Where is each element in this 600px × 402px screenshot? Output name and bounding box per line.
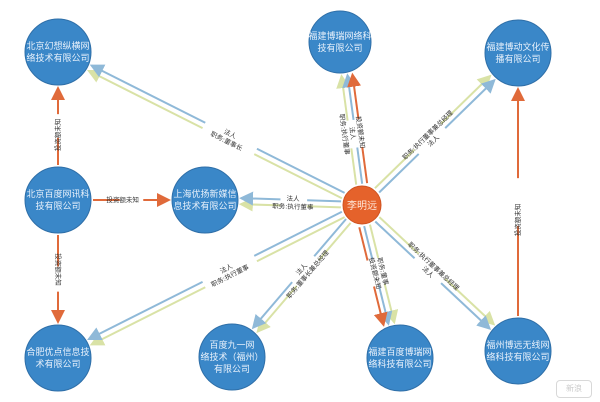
company-name: 上海优扬新媒信 xyxy=(173,188,236,200)
company-name: 福建博瑞网络科 xyxy=(308,30,371,42)
edges-layer xyxy=(51,64,525,346)
edge-label-group: 投资额未知 xyxy=(54,253,63,286)
company-circle[interactable] xyxy=(484,19,552,87)
nodes-layer: 北京幻想纵横网络技术有限公司福建博瑞网络科技有限公司福建博动文化传播有限公司北京… xyxy=(24,10,552,392)
position-edge xyxy=(374,220,416,260)
edge-label: 职务:执行董事兼总经理 xyxy=(406,240,462,293)
person-node[interactable]: 李明远 xyxy=(342,185,382,225)
legal-rep-edge xyxy=(256,216,346,263)
company-name: 百度九一网 xyxy=(209,339,254,351)
position-edge xyxy=(87,280,204,341)
investment-edge xyxy=(373,286,388,327)
company-name: 合肥优点信息技 xyxy=(26,346,89,358)
edge-label: 法人 xyxy=(286,194,300,203)
legal-rep-edge xyxy=(374,148,416,189)
legal-rep-edge xyxy=(306,205,341,209)
position-edge xyxy=(356,147,364,184)
company-circle[interactable] xyxy=(171,166,239,234)
company-circle[interactable] xyxy=(198,323,266,391)
position-edge xyxy=(253,210,343,257)
investment-edge xyxy=(361,146,369,184)
edge-label: 投资额未知 xyxy=(53,119,62,152)
company-name: 络科技有限公司 xyxy=(486,351,549,363)
company-name: 福建百度博瑞网 xyxy=(368,346,431,358)
edge-label: 职务:董事长兼总经理 xyxy=(284,248,331,300)
company-name: 络科技有限公司 xyxy=(368,358,431,370)
position-edge xyxy=(239,191,281,206)
edge-label-group: 投资额未知 xyxy=(53,119,62,152)
investment-edge xyxy=(358,227,369,261)
legal-rep-edge xyxy=(89,286,206,346)
edge-label: 投资额未知 xyxy=(513,204,522,237)
edge-label-group: 投资额未知 xyxy=(513,204,522,237)
company-circle[interactable] xyxy=(24,166,92,234)
company-name: 络技术（福州） xyxy=(200,351,263,363)
company-name: 络技术有限公司 xyxy=(26,52,89,64)
edge-label: 投资额未知 xyxy=(106,195,138,204)
edge-label: 法人 xyxy=(347,126,358,141)
legal-rep-edge xyxy=(378,216,420,255)
company-name: 技有限公司 xyxy=(317,42,362,54)
edge-label: 职务:执行董事 xyxy=(272,201,314,211)
company-circle[interactable] xyxy=(24,18,92,86)
company-name: 福建博动文化传 xyxy=(486,41,549,53)
company-name: 息技术有限公司 xyxy=(173,200,236,212)
position-edge xyxy=(444,78,496,129)
edge-labels-layer: 法人职务:董事长投资额未知法人职务:执行董事职务:执行董事兼总经理法人法人职务:… xyxy=(53,108,522,300)
position-edge xyxy=(89,64,206,124)
company-name: 技有限公司 xyxy=(35,200,80,212)
company-name: 播有限公司 xyxy=(495,53,540,65)
company-circle[interactable] xyxy=(24,324,92,392)
legal-rep-edge xyxy=(87,69,204,130)
company-name: 术有限公司 xyxy=(35,358,80,370)
position-edge xyxy=(307,199,342,203)
company-name: 北京幻想纵横网 xyxy=(26,40,89,52)
position-edge xyxy=(256,147,346,194)
company-name: 北京百度网讯科 xyxy=(26,188,89,200)
edge-label: 职务:执行董事兼总经理 xyxy=(400,108,455,162)
position-edge xyxy=(313,218,347,257)
person-circle[interactable] xyxy=(342,185,382,225)
company-circle[interactable] xyxy=(308,10,372,74)
legal-rep-edge xyxy=(350,148,358,185)
edge-label: 投资额未知 xyxy=(54,253,63,286)
legal-rep-edge xyxy=(383,283,399,325)
edge-label-group: 投资额未知 xyxy=(106,195,138,204)
position-edge xyxy=(363,225,374,260)
company-circle[interactable] xyxy=(366,324,434,392)
company-circle[interactable] xyxy=(484,317,552,385)
legal-rep-edge xyxy=(369,224,380,259)
position-edge xyxy=(440,282,492,330)
legal-rep-edge xyxy=(318,222,352,261)
edge-label: 投资额未知 xyxy=(354,115,367,148)
investment-edge xyxy=(347,72,362,120)
position-edge xyxy=(378,153,420,194)
watermark-logo: 新浪 xyxy=(556,380,592,398)
company-name: 福州博远无线网 xyxy=(486,339,549,351)
company-name: 有限公司 xyxy=(214,363,250,375)
position-edge xyxy=(251,281,293,330)
legal-rep-edge xyxy=(253,153,343,200)
person-name: 李明远 xyxy=(347,199,377,212)
